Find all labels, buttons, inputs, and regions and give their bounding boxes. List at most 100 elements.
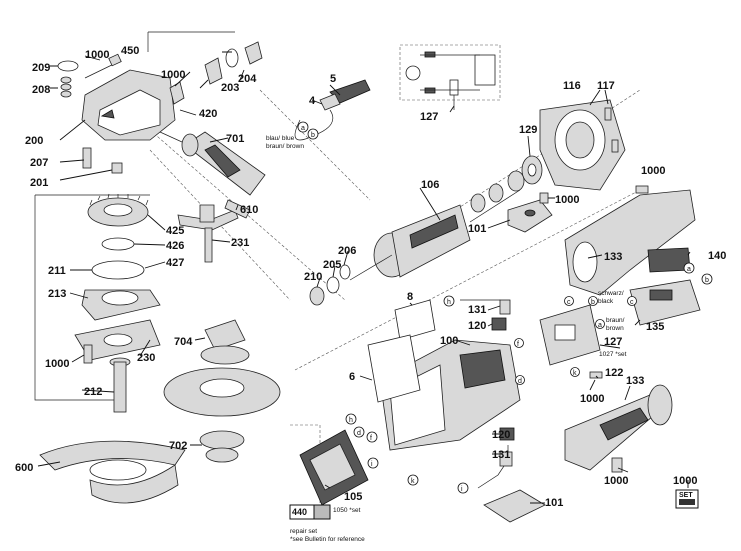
gear-housing-cover — [81, 69, 176, 141]
label-8: 8 — [407, 291, 413, 303]
bearing-129 — [521, 155, 543, 185]
note-black: black — [598, 298, 614, 305]
label-122: 122 — [605, 367, 623, 379]
label-230: 230 — [137, 352, 155, 364]
marker-f-right: f — [517, 341, 519, 348]
label-200: 200 — [25, 135, 43, 147]
screw-1000-left — [83, 344, 93, 364]
label-610: 610 — [240, 204, 258, 216]
label-1000-e: 1000 — [641, 165, 665, 177]
label-4: 4 — [309, 95, 316, 107]
bearing-plate-116 — [539, 99, 626, 191]
label-425: 425 — [166, 225, 184, 237]
label-704: 704 — [174, 336, 193, 348]
shield-8 — [394, 299, 436, 341]
label-211: 211 — [48, 265, 66, 277]
marker-a-cord: a — [301, 125, 305, 132]
label-1000-d: 1000 — [555, 194, 579, 206]
label-5: 5 — [330, 73, 336, 85]
marker-k-right: k — [573, 370, 577, 377]
marker-a-right: a — [687, 266, 691, 273]
label-231: 231 — [231, 237, 249, 249]
label-426: 426 — [166, 240, 184, 252]
rear-housing-133 — [564, 189, 696, 296]
grinding-wheel — [163, 367, 281, 417]
guide-line-2 — [290, 189, 641, 520]
label-600: 600 — [15, 462, 33, 474]
marker-i-bottom: i — [461, 486, 463, 493]
marker-h-lower: h — [349, 417, 353, 424]
label-127-a: 127 — [420, 111, 438, 123]
handle-stud — [159, 131, 183, 143]
label-127-b: 127 — [604, 336, 622, 348]
marker-b-cord: b — [311, 132, 315, 139]
spindle-lock-button — [57, 60, 79, 98]
label-213: 213 — [48, 288, 66, 300]
label-1000-g: 1000 — [604, 475, 628, 487]
label-133-a: 133 — [604, 251, 622, 263]
label-120-a: 120 — [468, 320, 486, 332]
bearing-flange-213 — [81, 289, 161, 321]
label-702: 702 — [169, 440, 187, 452]
note-schwarz: schwarz/ — [598, 290, 624, 297]
note-see-bulletin: *see Bulletin for reference — [290, 536, 365, 543]
pins-117 — [604, 107, 619, 153]
marker-d-lower: d — [357, 430, 361, 437]
lock-lever — [177, 199, 251, 263]
armature-106 — [349, 170, 525, 281]
label-131-a: 131 — [468, 304, 486, 316]
note-1050-set: 1050 *set — [333, 507, 361, 514]
cover-101-lower — [483, 489, 546, 523]
label-135: 135 — [646, 321, 664, 333]
label-1000-h: 1000 — [673, 475, 697, 487]
label-140: 140 — [708, 250, 726, 262]
note-blau-blue: blau/ blue — [266, 135, 295, 142]
field-coil-105 — [299, 429, 369, 506]
repair-set-box — [289, 504, 331, 520]
label-133-b: 133 — [626, 375, 644, 387]
note-brown2: brown — [606, 325, 624, 332]
bevel-gear — [87, 193, 149, 227]
bracket-left — [34, 194, 150, 401]
marker-b-right: b — [705, 277, 709, 284]
label-210: 210 — [304, 271, 322, 283]
screw-122 — [589, 371, 603, 379]
electronic-module-127 — [539, 304, 601, 366]
pin-207 — [82, 147, 92, 169]
wheel-guard — [39, 440, 186, 504]
label-105: 105 — [344, 491, 362, 503]
nut-201 — [111, 162, 123, 174]
flange-nut-702 — [199, 430, 245, 463]
set-badge-text: SET — [679, 492, 693, 499]
set-badge — [675, 489, 699, 509]
marker-b-mid: b — [591, 299, 595, 306]
label-100: 100 — [440, 335, 458, 347]
power-cord — [294, 79, 371, 141]
label-120-b: 120 — [492, 429, 510, 441]
label-106: 106 — [421, 179, 439, 191]
marker-i-lower: i — [371, 461, 373, 468]
screw-1000-handle — [611, 457, 623, 473]
label-206: 206 — [338, 245, 356, 257]
label-212: 212 — [84, 386, 102, 398]
fan-washers-205-210 — [309, 264, 351, 306]
label-450: 450 — [121, 45, 139, 57]
label-204: 204 — [238, 73, 257, 85]
screw-1000-rear — [635, 185, 649, 194]
brush-131-120 — [460, 299, 511, 331]
note-repair-set: repair set — [290, 528, 317, 535]
ring-211 — [91, 260, 145, 280]
label-205: 205 — [323, 259, 341, 271]
label-117: 117 — [597, 80, 615, 92]
flange-704 — [200, 319, 250, 365]
label-209: 209 — [32, 62, 50, 74]
label-701: 701 — [226, 133, 244, 145]
marker-c-1: c — [567, 299, 571, 306]
label-1000-f: 1000 — [580, 393, 604, 405]
note-1027-set: 1027 *set — [599, 351, 627, 358]
handle-133 — [564, 384, 673, 471]
note-braun2: braun/ — [606, 317, 625, 324]
label-129: 129 — [519, 124, 537, 136]
note-braun-brown: braun/ brown — [266, 143, 304, 150]
